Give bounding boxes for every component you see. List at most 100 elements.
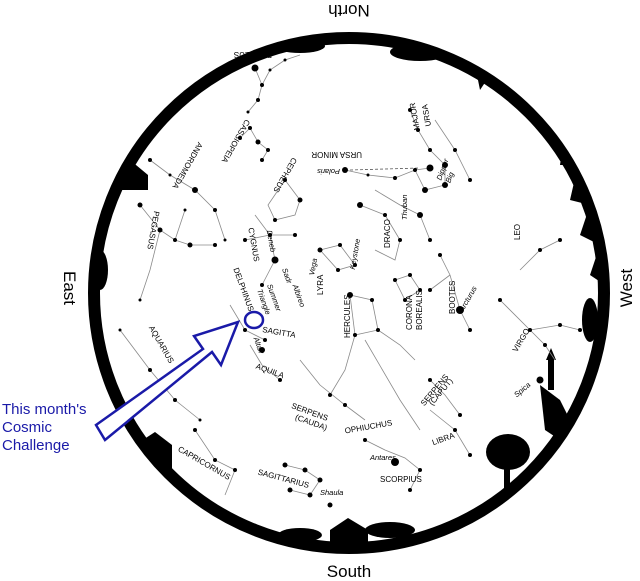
star xyxy=(327,502,333,508)
label-bootes: BOOTES xyxy=(448,281,457,314)
direction-west: West xyxy=(617,269,636,308)
star xyxy=(302,467,308,473)
label-lyra: LYRA xyxy=(316,274,325,295)
star xyxy=(297,197,303,203)
star xyxy=(370,298,374,302)
star xyxy=(243,328,247,332)
star xyxy=(273,218,277,222)
star xyxy=(259,347,265,353)
star xyxy=(391,458,399,466)
star xyxy=(192,187,198,193)
star xyxy=(383,213,387,217)
label-vega: Vega xyxy=(307,258,319,277)
star xyxy=(422,187,428,193)
star xyxy=(366,173,370,177)
star xyxy=(408,108,412,112)
star xyxy=(173,238,177,242)
star xyxy=(328,393,332,397)
star xyxy=(251,64,259,72)
star xyxy=(137,202,143,208)
star xyxy=(357,202,363,208)
star xyxy=(148,158,152,162)
star xyxy=(282,462,288,468)
star xyxy=(468,178,472,182)
star xyxy=(528,328,532,332)
star xyxy=(543,343,547,347)
star xyxy=(118,328,122,332)
star xyxy=(213,208,217,212)
star xyxy=(416,128,420,132)
star xyxy=(138,298,142,302)
label-draco: DRACO xyxy=(383,219,392,248)
star xyxy=(363,438,367,442)
star xyxy=(243,238,247,242)
star xyxy=(260,283,264,287)
cosmic-challenge-callout: This month's Cosmic Challenge xyxy=(2,310,265,454)
star xyxy=(343,403,347,407)
star xyxy=(342,167,348,173)
label-big-dipper-1: Big xyxy=(444,170,456,184)
star xyxy=(468,328,472,332)
star xyxy=(268,233,272,237)
star xyxy=(263,338,267,342)
star xyxy=(187,242,193,248)
star xyxy=(398,238,402,242)
star xyxy=(260,83,264,87)
star xyxy=(213,458,217,462)
star xyxy=(418,288,422,292)
star xyxy=(278,378,282,382)
star xyxy=(268,68,272,72)
pointer-line xyxy=(349,167,421,171)
label-deneb: Deneb xyxy=(265,229,278,252)
star xyxy=(428,238,432,242)
star xyxy=(317,247,323,253)
star xyxy=(428,288,432,292)
callout-line-1: This month's xyxy=(2,401,87,418)
label-ursa-minor: URSA MINOR xyxy=(311,150,362,159)
direction-south: South xyxy=(327,562,371,581)
star xyxy=(168,173,172,177)
label-thuban: Thuban xyxy=(400,195,409,220)
star xyxy=(558,238,562,242)
star xyxy=(438,253,442,257)
star xyxy=(193,428,197,432)
star xyxy=(458,413,462,417)
callout-line-2: Cosmic xyxy=(2,419,53,436)
label-corona-2: BOREALIS xyxy=(415,290,424,330)
star xyxy=(157,227,163,233)
star xyxy=(183,208,187,212)
star xyxy=(408,273,412,277)
star xyxy=(558,323,562,327)
star xyxy=(453,148,457,152)
star xyxy=(468,453,472,457)
star xyxy=(173,398,177,402)
star xyxy=(223,238,227,242)
star xyxy=(442,162,448,168)
challenge-target-ring xyxy=(243,310,265,330)
house-south xyxy=(330,518,368,545)
star xyxy=(442,182,448,188)
label-ursa-major-1: URSA xyxy=(420,103,433,127)
star xyxy=(283,178,287,182)
star xyxy=(338,243,342,247)
star xyxy=(148,368,152,372)
star xyxy=(260,158,264,162)
label-polaris: Polaris xyxy=(317,167,340,176)
star xyxy=(418,468,422,472)
direction-north: North xyxy=(328,1,370,20)
star xyxy=(413,168,417,172)
star xyxy=(578,328,582,332)
label-hercules: HERCULES xyxy=(343,294,352,338)
horizon-tree-south-west xyxy=(486,434,530,490)
star xyxy=(336,268,340,272)
star xyxy=(428,148,432,152)
star xyxy=(246,110,250,114)
star xyxy=(198,418,202,422)
star xyxy=(283,58,287,62)
star xyxy=(256,98,260,102)
label-leo: LEO xyxy=(513,224,522,240)
star xyxy=(426,164,434,172)
star xyxy=(307,492,313,498)
label-corona-1: CORONA xyxy=(405,294,414,330)
